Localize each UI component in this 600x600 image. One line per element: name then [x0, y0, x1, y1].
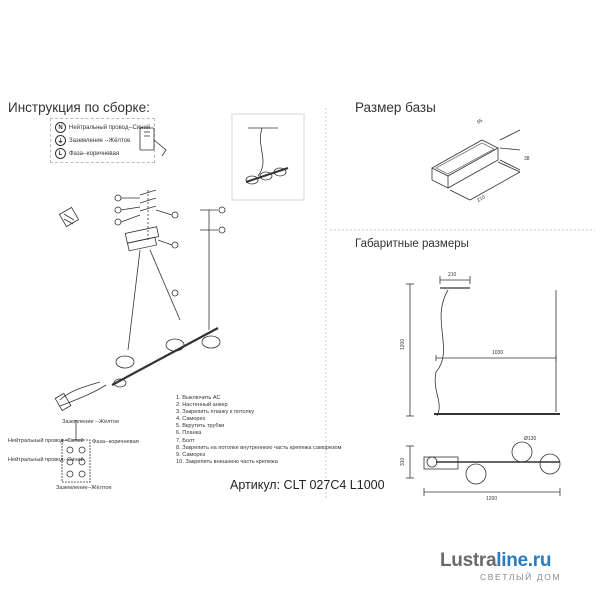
brand-logo: Lustraline.ru	[440, 550, 552, 572]
neutral-mark: N	[55, 122, 66, 133]
legend-ground-text: Заземление --Жёлтое	[69, 137, 131, 144]
socket-detail-icon	[139, 127, 167, 157]
legend-phase-text: Фаза--коричневая	[69, 150, 120, 157]
overall-front-view	[406, 276, 560, 417]
terminal-block-icon	[58, 206, 80, 228]
wiring-phase: Фаза--коричневая	[92, 439, 139, 445]
logo-part1: Lustra	[440, 550, 497, 571]
article-number: Артикул: CLT 027C4 L1000	[230, 478, 385, 492]
ceiling-mount-assembly	[124, 189, 160, 252]
legend-neutral-text: Нейтральный провод--Синий	[69, 124, 151, 131]
base-dim-210: 210	[476, 194, 486, 203]
step-item: 9. Саморез	[176, 451, 206, 458]
logo-subtitle: СВЕТЛЫЙ ДОМ	[480, 572, 562, 582]
assembly-heading: Инструкция по сборке:	[8, 100, 150, 115]
overall-depth: 310	[400, 457, 406, 466]
legend-phase: L Фаза--коричневая	[55, 147, 150, 160]
step-item: 2. Настенный анкер	[176, 402, 228, 409]
step-item: 10. Закрепить внешнюю часть крепежа	[176, 458, 278, 465]
overall-ring-dia: Ø130	[524, 436, 536, 442]
phase-mark: L	[55, 148, 66, 159]
overall-total-length: 1200	[486, 496, 497, 502]
pendant-assembly-drawing	[111, 206, 226, 388]
base-size-heading: Размер базы	[355, 100, 436, 115]
logo-part2: line.ru	[496, 550, 552, 571]
wiring-ground-bottom: Заземление--Жёлтое	[56, 485, 112, 491]
wiring-neutral-lower: Нейтральный провод--Синий	[8, 457, 84, 463]
pendant-thumbnail	[231, 113, 305, 201]
step-item: 6. Планка	[176, 430, 202, 437]
base-size-drawing	[431, 129, 521, 201]
base-dim-55: 55	[476, 118, 484, 126]
wiring-ground-top: Заземление --Жёлтое	[62, 419, 120, 425]
legend-neutral: N Нейтральный провод--Синий	[55, 121, 150, 134]
step-item: 3. Закрепить планку к потолку	[176, 409, 254, 416]
step-item: 5. Вкрутить трубки	[176, 423, 225, 430]
overall-dims-heading: Габаритные размеры	[355, 238, 469, 250]
overall-height: 1200	[400, 339, 406, 350]
overall-top-width: 210	[448, 272, 457, 278]
base-dim-38: 38	[524, 156, 530, 162]
step-item: 8. Закрепить на потолке внутреннюю часть…	[176, 444, 342, 451]
step-item: 1. Выключить АС	[176, 395, 221, 401]
overall-top-view	[406, 441, 561, 496]
legend-ground: ⏚ Заземление --Жёлтое	[55, 134, 150, 147]
step-item: 4. Саморез	[176, 416, 206, 423]
wiring-legend: N Нейтральный провод--Синий ⏚ Заземление…	[50, 118, 156, 163]
wiring-diagram	[54, 381, 107, 483]
overall-length-span: 1030	[492, 350, 503, 356]
wiring-neutral: Нейтральный провод--Синий	[8, 438, 84, 444]
ground-icon: ⏚	[55, 135, 66, 146]
step-item: 7. Болт	[176, 437, 195, 444]
assembly-callouts	[114, 194, 179, 297]
assembly-steps: 1. Выключить АС 2. Настенный анкер 3. За…	[176, 395, 341, 466]
